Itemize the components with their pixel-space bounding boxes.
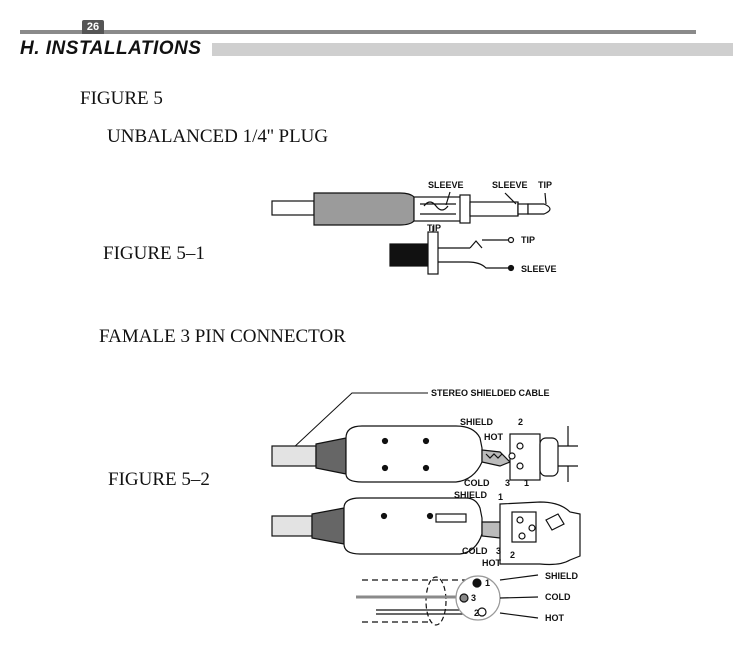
quarter-inch-plug-drawing xyxy=(271,191,551,226)
label-pin3-b: 3 xyxy=(496,546,501,556)
label-sleeve-c: SLEEVE xyxy=(521,264,557,274)
label-sleeve-a: SLEEVE xyxy=(428,180,464,190)
label-tip-a: TIP xyxy=(538,180,552,190)
label-hot-b: HOT xyxy=(482,558,502,568)
figure-5-1-caption: FIGURE 5–1 xyxy=(103,243,205,264)
xlr-connector-upper xyxy=(271,425,578,483)
label-cold-c: COLD xyxy=(545,592,571,602)
label-tip-b: TIP xyxy=(427,223,441,233)
header-rule xyxy=(20,30,696,34)
figure-5-title: FIGURE 5 xyxy=(80,88,163,109)
label-pin2-c: 2 xyxy=(474,608,479,618)
section-title: H. INSTALLATIONS xyxy=(20,38,202,59)
label-sleeve-b: SLEEVE xyxy=(492,180,528,190)
label-pin2-a: 2 xyxy=(518,417,523,427)
label-pin3-a: 3 xyxy=(505,478,510,488)
page-number: 26 xyxy=(82,20,104,34)
label-pin1-b: 1 xyxy=(498,492,503,502)
xlr-connector-lower xyxy=(271,497,581,566)
label-shield-c: SHIELD xyxy=(545,571,579,581)
label-pin1-c: 1 xyxy=(485,578,490,588)
figure-5-subtitle: UNBALANCED 1/4'' PLUG xyxy=(107,126,329,147)
cable-leader-line xyxy=(291,392,428,450)
label-stereo-shielded-cable: STEREO SHIELDED CABLE xyxy=(431,388,550,398)
label-cold-a: COLD xyxy=(464,478,490,488)
label-shield-b: SHIELD xyxy=(454,490,488,500)
label-tip-c: TIP xyxy=(521,235,535,245)
label-hot-a: HOT xyxy=(484,432,504,442)
xlr-pin-schematic xyxy=(356,574,539,626)
label-pin1-a: 1 xyxy=(524,478,529,488)
figure-5-2-caption: FIGURE 5–2 xyxy=(108,469,210,490)
label-pin3-c: 3 xyxy=(471,593,476,603)
label-shield-a: SHIELD xyxy=(460,417,494,427)
plug-schematic xyxy=(389,226,515,275)
famale-3-pin-title: FAMALE 3 PIN CONNECTOR xyxy=(99,326,346,347)
label-pin2-b: 2 xyxy=(510,550,515,560)
section-title-bar xyxy=(212,43,733,56)
label-cold-b: COLD xyxy=(462,546,488,556)
label-hot-c: HOT xyxy=(545,613,565,623)
